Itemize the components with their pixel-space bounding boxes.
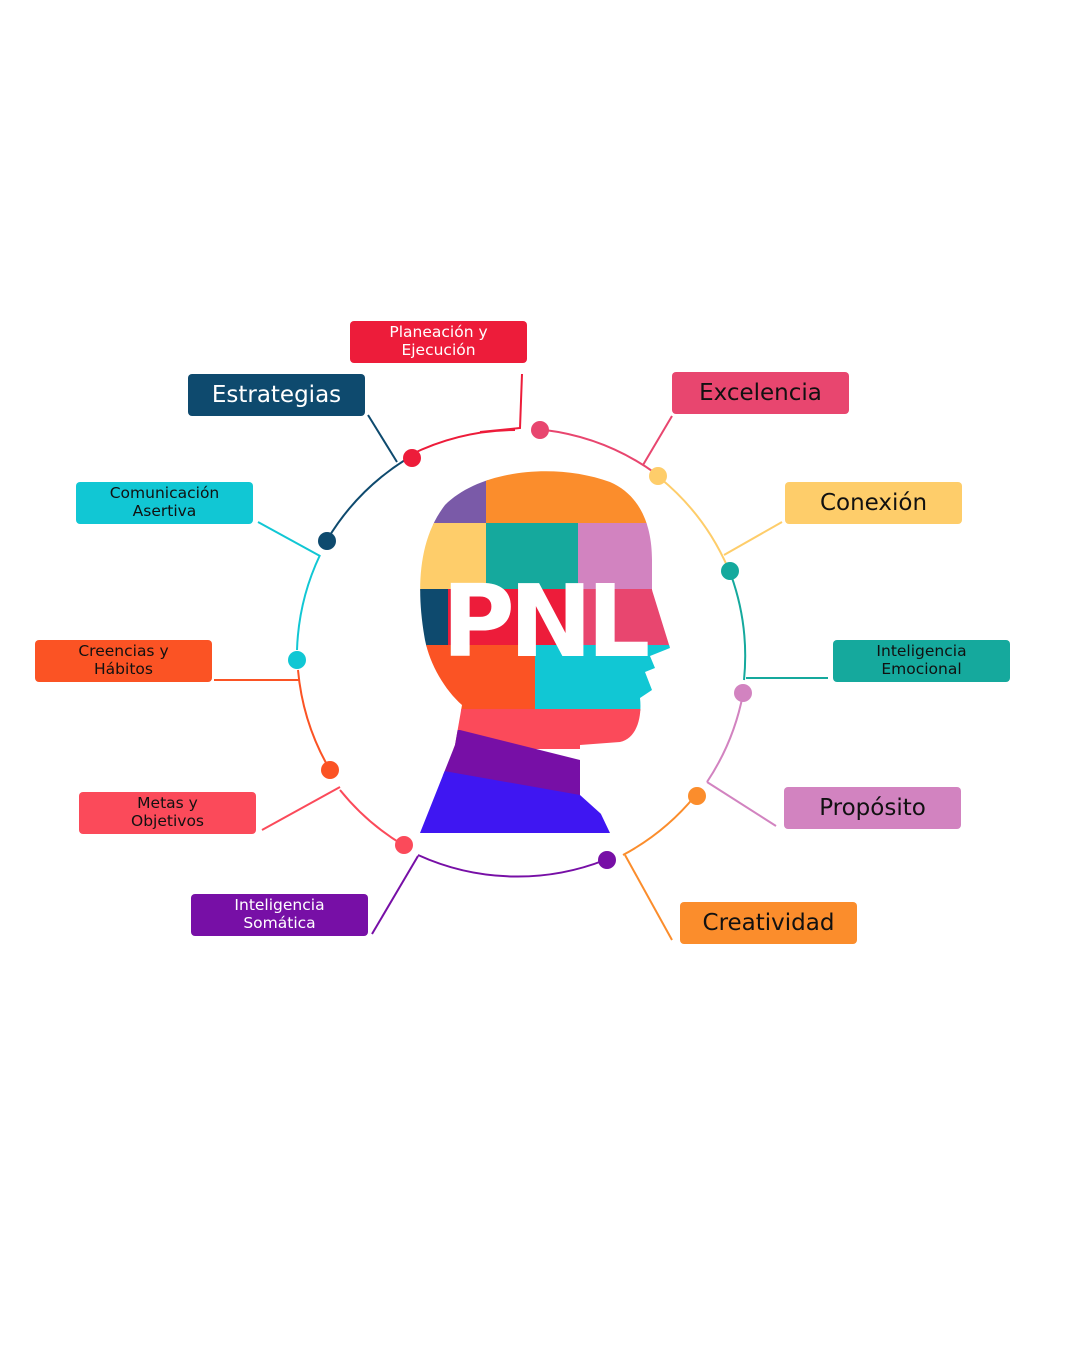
arc-segment: [326, 459, 406, 541]
arc-segment: [622, 795, 696, 856]
label-inteligencia-somatica: Inteligencia Somática: [191, 894, 368, 936]
head-block: [420, 765, 630, 833]
connector-proposito: [706, 781, 777, 827]
dot-navy: [318, 532, 336, 550]
ring-dots: [288, 421, 752, 869]
arc-segment: [339, 789, 404, 846]
dot-coral: [395, 836, 413, 854]
arc-segment: [544, 429, 656, 474]
dot-purple: [598, 851, 616, 869]
label-metas: Metas y Objetivos: [79, 792, 256, 834]
connector-planeacion: [479, 373, 523, 433]
connector-excelencia: [642, 415, 673, 466]
head-block: [578, 589, 670, 647]
dot-yellow: [649, 467, 667, 485]
label-creencias: Creencias y Hábitos: [35, 640, 212, 682]
dot-teal: [721, 562, 739, 580]
dot-orange: [688, 787, 706, 805]
dot-mauve: [734, 684, 752, 702]
pnl-title: PNL: [442, 563, 648, 680]
arc-segment: [706, 693, 744, 783]
label-planeacion: Planeación y Ejecución: [350, 321, 527, 363]
label-excelencia: Excelencia: [672, 372, 849, 414]
head-block: [486, 471, 666, 525]
connector-conexion: [723, 521, 783, 556]
arc-segment: [417, 854, 606, 878]
label-creatividad: Creatividad: [680, 902, 857, 944]
arc-segment: [297, 669, 331, 771]
head-block: [448, 589, 580, 647]
connector-comunicacion: [257, 521, 321, 557]
arc-segment: [296, 554, 321, 651]
head-block: [420, 709, 670, 749]
connector-metas: [261, 786, 341, 831]
label-inteligencia-emocional: Inteligencia Emocional: [833, 640, 1010, 682]
connector-lines: [214, 373, 828, 941]
arc-segment: [659, 477, 729, 569]
dot-pink: [531, 421, 549, 439]
label-estrategias: Estrategias: [188, 374, 365, 416]
head-block: [420, 471, 488, 525]
label-conexion: Conexión: [785, 482, 962, 524]
dot-red: [403, 449, 421, 467]
arc-segment: [409, 429, 516, 456]
dot-orange-red: [321, 761, 339, 779]
label-proposito: Propósito: [784, 787, 961, 829]
head-block: [486, 523, 580, 591]
connector-somatica: [371, 855, 419, 935]
dot-cyan: [288, 651, 306, 669]
head-block: [420, 523, 488, 591]
arc-segment: [730, 574, 747, 681]
label-comunicacion: Comunicación Asertiva: [76, 482, 253, 524]
circle-ring: [296, 429, 747, 878]
connector-creatividad: [624, 854, 673, 941]
head-block: [420, 589, 450, 647]
connector-estrategias: [367, 414, 398, 463]
